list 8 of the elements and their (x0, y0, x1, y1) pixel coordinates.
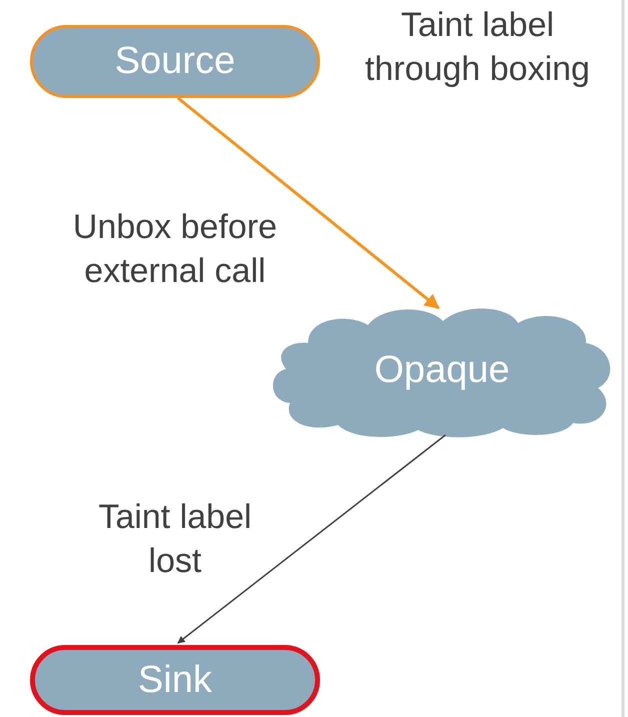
arrow (177, 434, 446, 644)
note-text: Taint label through boxing (364, 5, 591, 90)
edge-label: Taint label lost (97, 497, 253, 582)
node-label: Opaque (374, 349, 510, 392)
edge-label: Unbox before external call (72, 207, 278, 292)
node-label: Sink (138, 658, 212, 702)
node-label: Source (114, 40, 236, 83)
arrow (176, 96, 440, 310)
